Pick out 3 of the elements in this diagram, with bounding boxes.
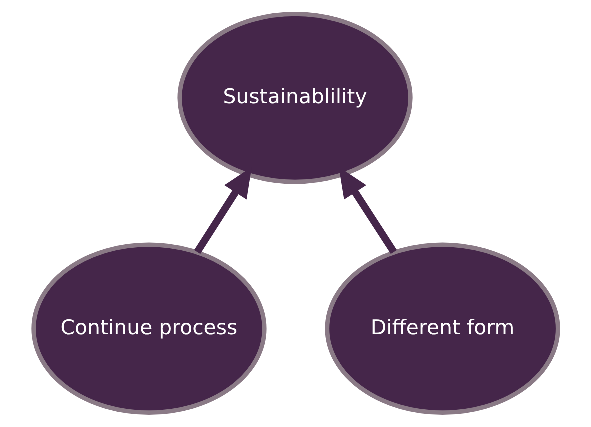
node-ellipse: Different form xyxy=(324,242,560,416)
node-ellipse: Continue process xyxy=(31,242,266,416)
node-ellipse: Sustainablility xyxy=(177,12,412,184)
